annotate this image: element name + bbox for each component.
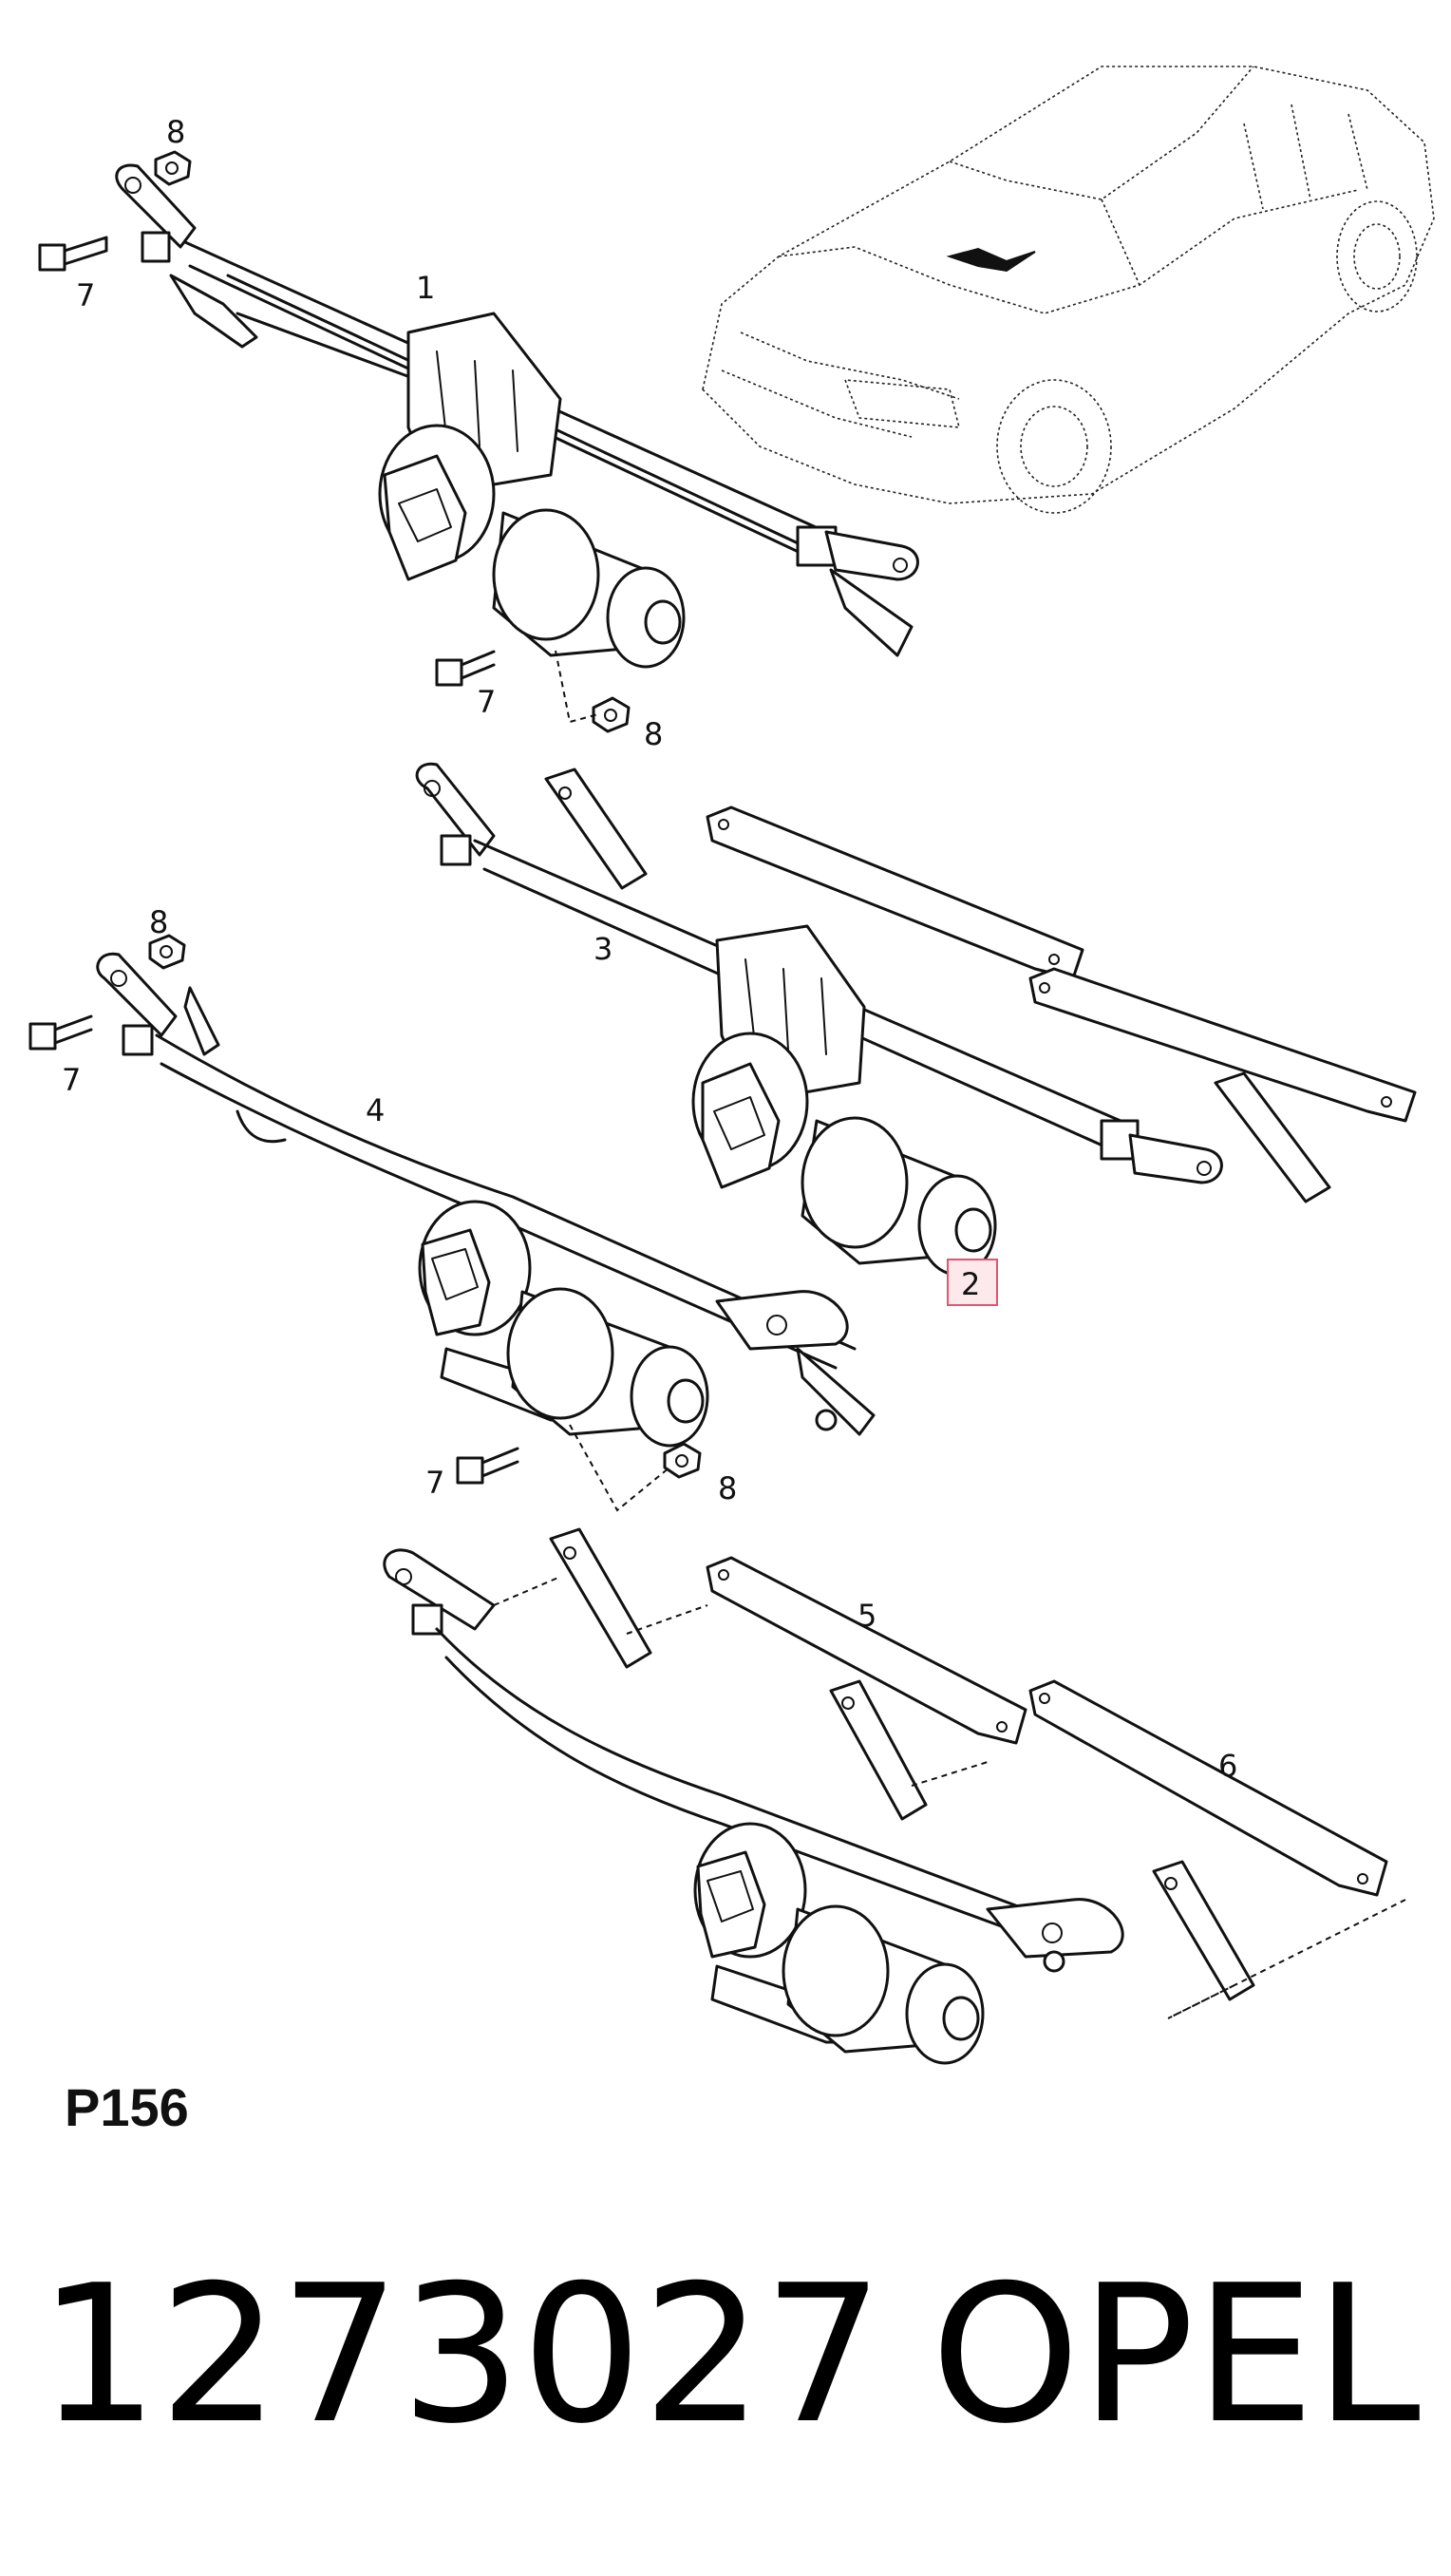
part-number: 1273027 xyxy=(38,2245,884,2466)
bolt-icon xyxy=(435,650,496,687)
callout-8-top-lower: 8 xyxy=(644,716,663,752)
nut-icon xyxy=(592,696,631,733)
callout-7-lower: 7 xyxy=(425,1465,444,1501)
assembly-bottom-wiper-linkage-with-drive-links xyxy=(383,1527,1406,2065)
callout-7-top-left: 7 xyxy=(76,277,95,313)
assembly-4-wiper-linkage-with-motor xyxy=(28,934,876,1512)
callout-3: 3 xyxy=(594,931,612,967)
callout-8-lower: 8 xyxy=(718,1470,737,1506)
callout-8-top-left: 8 xyxy=(166,114,185,150)
bolt-icon xyxy=(28,1014,93,1051)
assembly-3-wiper-linkage-with-motor xyxy=(415,762,1417,1277)
brand-name: OPEL xyxy=(931,2245,1421,2466)
car-illustration xyxy=(702,66,1435,514)
callout-8-middle-left: 8 xyxy=(149,904,168,940)
callout-6: 6 xyxy=(1218,1748,1237,1784)
callout-2-highlight-box xyxy=(947,1259,998,1306)
nut-icon xyxy=(663,1442,702,1479)
nut-icon xyxy=(154,150,192,186)
callout-5: 5 xyxy=(857,1598,876,1634)
callout-2: 2 xyxy=(961,1266,980,1302)
nut-icon xyxy=(148,934,186,970)
callout-4: 4 xyxy=(366,1092,385,1128)
callout-7-middle-left: 7 xyxy=(62,1062,81,1098)
plate-code: P156 xyxy=(65,2077,189,2137)
callout-labels: 1 8 7 7 8 3 8 7 4 2 7 8 5 6 xyxy=(62,114,1237,1784)
callout-7-top-lower: 7 xyxy=(477,684,496,720)
bolt-icon xyxy=(38,236,108,272)
assembly-1-wiper-linkage-with-motor xyxy=(38,150,919,733)
callout-1: 1 xyxy=(416,270,435,306)
bolt-icon xyxy=(456,1447,519,1485)
